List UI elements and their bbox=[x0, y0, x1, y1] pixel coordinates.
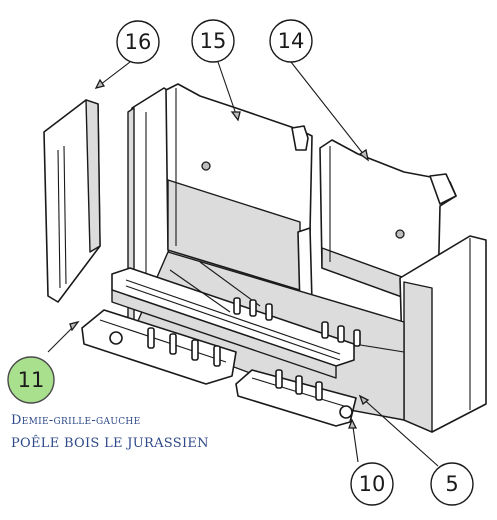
part-10-right-half-grate bbox=[235, 321, 361, 427]
callout-10-label: 10 bbox=[359, 472, 386, 496]
part-5-front-bar bbox=[111, 261, 405, 379]
part-name-caption: Demie-grille-gauche bbox=[11, 413, 141, 428]
callout-5-label: 5 bbox=[445, 472, 458, 496]
callout-10: 10 bbox=[350, 462, 394, 506]
callout-16-label: 16 bbox=[125, 30, 152, 54]
part-16-side-plate bbox=[43, 99, 101, 303]
callout-5: 5 bbox=[430, 462, 474, 506]
callout-15-label: 15 bbox=[200, 29, 227, 53]
leader-lines bbox=[47, 61, 439, 467]
callout-15: 15 bbox=[191, 19, 235, 63]
grate-fingers-right bbox=[275, 321, 361, 401]
callout-11: 11 bbox=[7, 356, 55, 404]
grate-fingers-left bbox=[147, 297, 273, 367]
callout-14: 14 bbox=[269, 19, 313, 63]
callout-11-label: 11 bbox=[18, 368, 45, 392]
part-11-left-half-grate bbox=[81, 297, 273, 385]
callout-14-label: 14 bbox=[278, 29, 305, 53]
product-name-caption: POÊLE BOIS LE JURASSIEN bbox=[11, 436, 209, 451]
part-15-rear-plate bbox=[165, 83, 313, 309]
callout-16: 16 bbox=[116, 20, 160, 64]
